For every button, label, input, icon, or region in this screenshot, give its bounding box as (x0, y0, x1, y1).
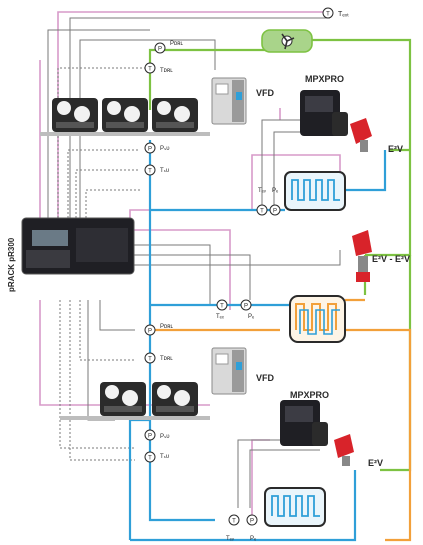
sensor-label-p-suc-upper: Pₛᴜ (160, 146, 170, 152)
sensor-t-dis-icon: T (145, 63, 155, 73)
sensor-glyph: T (326, 12, 330, 18)
sensor-label-t-ex-middle: Tₑₓ (216, 314, 224, 320)
sensor-glyph: P (273, 209, 277, 215)
sensor-label-t-ev-lower: Tₑᵥ (226, 536, 234, 542)
sensor-p-ev-upper-icon: P (270, 205, 280, 215)
sensor-t-suc-upper-icon: T (145, 165, 155, 175)
upper-mpxpro (300, 90, 348, 136)
sensor-label-t-suc-lower: Tₛᴜ (160, 454, 169, 460)
sensor-p-dis-lower-icon: P (145, 325, 155, 335)
sensor-label-p-ex-middle: Pₑ (248, 314, 255, 320)
lower-valve-label: E²V (368, 458, 383, 468)
sensor-glyph: P (244, 304, 248, 310)
condenser (262, 30, 312, 52)
lower-vfd-label: VFD (256, 373, 275, 383)
suction-line (130, 140, 385, 540)
sensor-t-ev-lower-icon: T (229, 515, 239, 525)
sensor-p-ev-lower-icon: P (247, 515, 257, 525)
upper-compressor-rack (40, 98, 210, 136)
sensor-glyph: T (220, 304, 224, 310)
sensor-label-t-ev-upper: Tₑᵥ (258, 188, 266, 194)
sensor-label-p-suc-lower: Pₛᴜ (160, 434, 170, 440)
middle-valve-label: E²V - E²V (372, 254, 410, 264)
upper-expansion-valve (350, 118, 372, 152)
sensor-glyph: T (148, 357, 152, 363)
lower-mpxpro-label: MPXPRO (290, 390, 329, 400)
sensor-glyph: P (148, 329, 152, 335)
sensor-p-suc-lower-icon: P (145, 430, 155, 440)
middle-heat-exchanger (290, 296, 345, 342)
sensor-t-dis-lower-icon: T (145, 353, 155, 363)
sensor-glyph: P (158, 47, 162, 53)
sensor-glyph: P (148, 147, 152, 153)
upper-vfd-label: VFD (256, 88, 275, 98)
sensor-glyph: T (232, 519, 236, 525)
lower-expansion-valve (334, 434, 354, 466)
upper-valve-label: E²V (388, 144, 403, 154)
sensor-glyph: T (148, 456, 152, 462)
lower-compressor-rack (60, 382, 210, 420)
upper-vfd (212, 78, 246, 124)
controller-label: pRACK pR300 (7, 237, 16, 292)
sensor-label-p-dis: Pᴅʀʟ (170, 41, 184, 47)
lower-mpxpro (280, 400, 328, 446)
upper-mpxpro-label: MPXPRO (305, 74, 344, 84)
sensor-label-t-ext: Tₑₓₜ (338, 11, 349, 18)
sensor-label-t-suc-upper: Tₛᴜ (160, 168, 169, 174)
sensor-t-suc-lower-icon: T (145, 452, 155, 462)
sensor-glyph: T (148, 169, 152, 175)
sensor-label-p-dis-lower: Pᴅʀʟ (160, 324, 174, 330)
sensor-label-p-ev-lower: Pₑ (250, 536, 257, 542)
sensor-p-ex-middle-icon: P (241, 300, 251, 310)
prack-controller (22, 218, 134, 274)
sensor-label-p-ev-upper: Pₑ (272, 188, 279, 194)
sensor-p-dis-icon: P (155, 43, 165, 53)
sensor-t-ev-upper-icon: T (257, 205, 267, 215)
lower-vfd (212, 348, 246, 394)
sensor-t-ex-middle-icon: T (217, 300, 227, 310)
sensor-label-t-dis-lower: Tᴅʀʟ (160, 356, 173, 362)
upper-evaporator (285, 172, 345, 210)
sensor-glyph: P (148, 434, 152, 440)
sensor-label-t-dis: Tᴅʀʟ (160, 68, 173, 74)
sensor-glyph: T (148, 67, 152, 73)
sensor-p-suc-upper-icon: P (145, 143, 155, 153)
lower-evaporator (265, 488, 325, 526)
sensor-t-ext-icon: T (323, 8, 333, 18)
sensor-glyph: T (260, 209, 264, 215)
sensor-glyph: P (250, 519, 254, 525)
